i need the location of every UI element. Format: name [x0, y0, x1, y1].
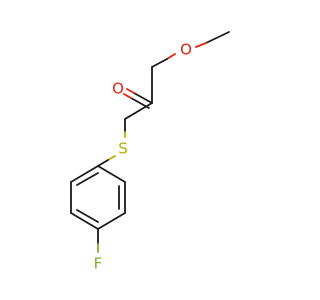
bond-s-ring — [97, 159, 109, 167]
atom-sulfur: S — [118, 140, 128, 158]
bond-carbonyl-double-2-red — [123, 93, 132, 99]
ring-bond-4 — [70, 212, 99, 230]
atom-oxygen-ether: O — [180, 41, 192, 59]
bond-methyl-o-red — [195, 42, 207, 48]
molecule-diagram: O O S F — [70, 31, 230, 273]
bond-o-ch2 — [151, 58, 168, 68]
bond-carbonyl-double-1 — [133, 92, 153, 104]
atom-fluorine: F — [94, 255, 103, 273]
ring-bond-3 — [97, 212, 126, 230]
ring-bond-1 — [97, 165, 126, 183]
atom-oxygen-carbonyl: O — [112, 80, 124, 98]
ring-inner-bond-3 — [76, 172, 99, 186]
bond-methyl-o — [205, 31, 230, 44]
bond-carbonyl-ch2 — [124, 102, 153, 120]
bond-carbonyl-double-1-red — [126, 88, 135, 94]
bond-o-ch2-red — [166, 53, 176, 60]
ring-inner-bond-2 — [76, 209, 99, 223]
bond-s-ring-yellow — [107, 155, 116, 161]
ring-bond-6 — [70, 165, 99, 183]
